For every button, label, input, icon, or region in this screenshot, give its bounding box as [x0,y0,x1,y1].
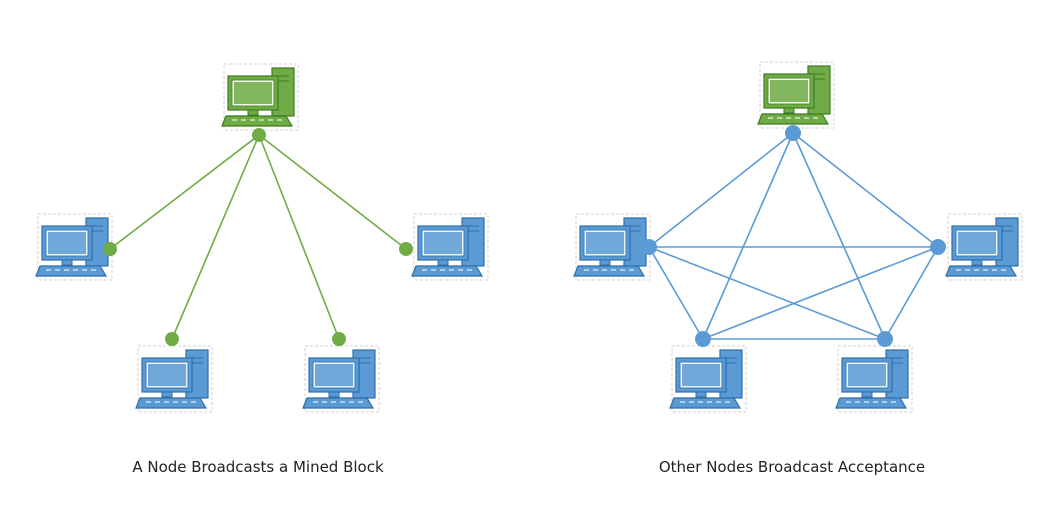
right-peer-computer-icon-1 [573,213,651,281]
left-edge-4 [258,134,407,250]
right-diagram-caption: Other Nodes Broadcast Acceptance [658,458,926,476]
right-peer-computer-icon-3 [669,345,747,413]
right-node-dot-2 [641,239,657,255]
left-broadcast-edges [109,134,407,340]
right-node-dot-3 [930,239,946,255]
left-peer-dot-4 [399,242,413,256]
left-edge-3 [258,134,340,340]
right-edge-1 [648,132,794,248]
left-diagram-caption: A Node Broadcasts a Mined Block [132,458,384,476]
right-edge-6 [648,246,704,340]
right-central-computer-icon [757,61,835,129]
left-peer-dot-1 [103,242,117,256]
left-hub-dot [252,128,266,142]
left-peer-computer-icon-2 [135,345,213,413]
right-edge-2 [792,132,939,248]
right-node-dot-5 [877,331,893,347]
right-node-dot-1 [785,125,801,141]
right-edge-9 [884,246,939,340]
left-central-computer-icon [221,63,299,131]
right-peer-computer-icon-2 [945,213,1023,281]
right-edge-3 [702,132,794,340]
right-peer-computer-icon-4 [835,345,913,413]
left-edge-1 [109,134,260,250]
connection-dots [103,125,946,347]
left-edge-2 [171,134,260,340]
right-edge-4 [792,132,886,340]
right-edge-8 [702,246,939,340]
left-peer-computer-icon-1 [35,213,113,281]
right-node-dot-4 [695,331,711,347]
right-edge-7 [648,246,886,340]
right-acceptance-edges [648,132,939,340]
computers [35,61,1023,413]
left-peer-computer-icon-3 [302,345,380,413]
left-peer-dot-3 [332,332,346,346]
left-peer-computer-icon-4 [411,213,489,281]
left-peer-dot-2 [165,332,179,346]
